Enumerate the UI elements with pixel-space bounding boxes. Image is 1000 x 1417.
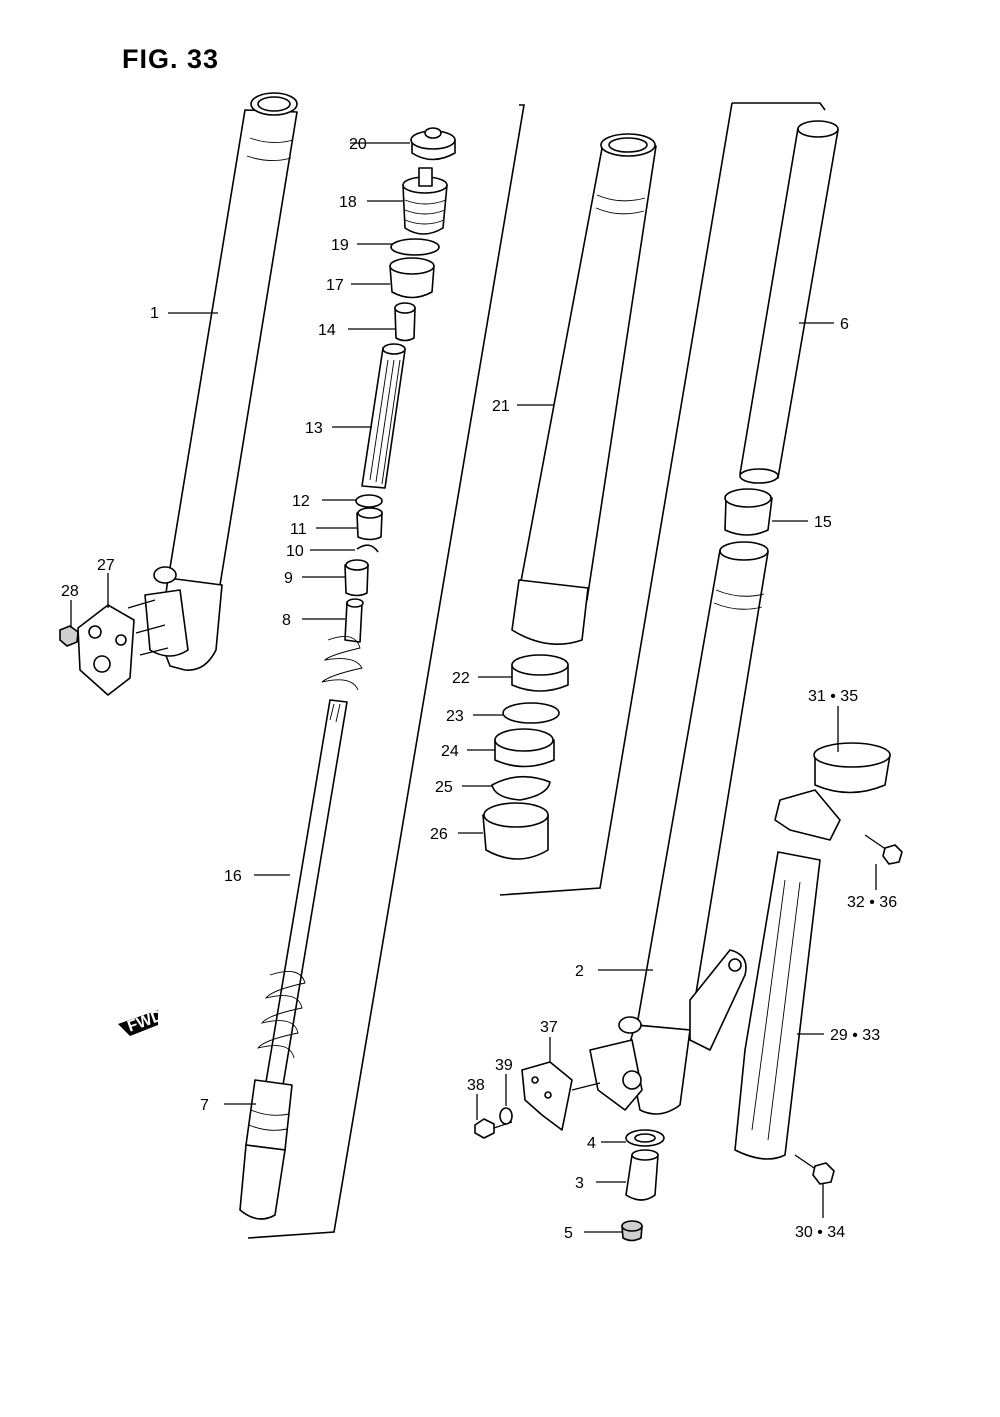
callout-7: 7 xyxy=(200,1097,209,1114)
callout-27: 27 xyxy=(97,557,115,574)
callout-labels: 1 2 3 4 5 6 7 8 9 10 11 12 13 14 15 16 1… xyxy=(61,136,897,1242)
callout-2: 2 xyxy=(575,963,584,980)
figure-title: FIG. 33 xyxy=(122,44,220,74)
part-10-clip xyxy=(356,544,379,553)
callout-1: 1 xyxy=(150,305,159,322)
callout-13: 13 xyxy=(305,420,323,437)
callout-5: 5 xyxy=(564,1225,573,1242)
part-1-outer-tube-left xyxy=(144,92,298,671)
fwd-arrow-badge: FWD xyxy=(118,1007,165,1036)
callout-30-34: 30 • 34 xyxy=(795,1224,845,1241)
part-14-spacer xyxy=(394,302,416,342)
part-22-bushing xyxy=(511,654,569,692)
callout-25: 25 xyxy=(435,779,453,796)
callout-29-33: 29 • 33 xyxy=(830,1027,880,1044)
callout-32-36: 32 • 36 xyxy=(847,894,897,911)
callout-24: 24 xyxy=(441,743,459,760)
callout-11: 11 xyxy=(290,521,307,538)
callout-23: 23 xyxy=(446,708,464,725)
part-21-outer-tube-center xyxy=(511,133,657,646)
callout-16: 16 xyxy=(224,868,242,885)
part-16-damper-rod xyxy=(265,699,348,1086)
callout-6: 6 xyxy=(840,316,849,333)
part-29-fork-guard xyxy=(734,851,821,1160)
callout-22: 22 xyxy=(452,670,470,687)
part-7-spring-and-cartridge xyxy=(239,970,306,1220)
callout-21: 21 xyxy=(492,398,510,415)
part-19-o-ring xyxy=(390,238,440,256)
part-2-outer-tube-right xyxy=(589,541,769,1115)
part-5-plug xyxy=(621,1220,643,1242)
callout-9: 9 xyxy=(284,570,293,587)
callout-8: 8 xyxy=(282,612,291,629)
callout-4: 4 xyxy=(587,1135,596,1152)
part-37-hose-guide xyxy=(521,1061,601,1131)
callout-39: 39 xyxy=(495,1057,513,1074)
guide-line-left xyxy=(247,104,525,1239)
callout-31-35: 31 • 35 xyxy=(808,688,858,705)
callout-3: 3 xyxy=(575,1175,584,1192)
part-20-cap xyxy=(410,127,456,161)
part-3-cap-bolt xyxy=(625,1149,659,1201)
part-32-bolt xyxy=(864,834,903,865)
part-31-guard-clamp xyxy=(774,742,891,841)
part-27-axle-holder xyxy=(77,599,169,696)
callout-18: 18 xyxy=(339,194,357,211)
fwd-label: FWD xyxy=(125,1007,165,1035)
spring-upper xyxy=(321,635,363,691)
part-18-top-bolt xyxy=(402,167,448,235)
callout-19: 19 xyxy=(331,237,349,254)
part-15-slide-bushing xyxy=(724,488,773,536)
callout-26: 26 xyxy=(430,826,448,843)
callout-10: 10 xyxy=(286,543,304,560)
callout-38: 38 xyxy=(467,1077,485,1094)
part-4-seal-washer xyxy=(625,1129,665,1147)
callout-12: 12 xyxy=(292,493,310,510)
callout-15: 15 xyxy=(814,514,832,531)
callout-17: 17 xyxy=(326,277,344,294)
part-25-clip xyxy=(491,775,551,801)
part-23-washer xyxy=(502,702,560,724)
part-12-washer xyxy=(355,494,383,508)
part-11-bushing xyxy=(356,507,383,541)
part-24-oil-seal xyxy=(494,728,555,768)
part-28-nut xyxy=(59,625,79,647)
part-8-rod-end xyxy=(344,598,364,643)
guide-line-middle xyxy=(499,102,826,896)
callout-20: 20 xyxy=(349,136,367,153)
callout-28: 28 xyxy=(61,583,79,600)
part-30-bolt xyxy=(794,1154,835,1185)
callout-14: 14 xyxy=(318,322,336,339)
part-39-washer xyxy=(499,1107,513,1125)
leader-lines xyxy=(70,142,877,1233)
part-13-spacer-tube xyxy=(361,343,406,489)
part-9-bushing xyxy=(344,559,369,597)
part-26-dust-seal xyxy=(482,802,549,860)
part-17-collar xyxy=(389,257,435,299)
part-6-inner-tube xyxy=(739,120,839,484)
callout-37: 37 xyxy=(540,1019,558,1036)
